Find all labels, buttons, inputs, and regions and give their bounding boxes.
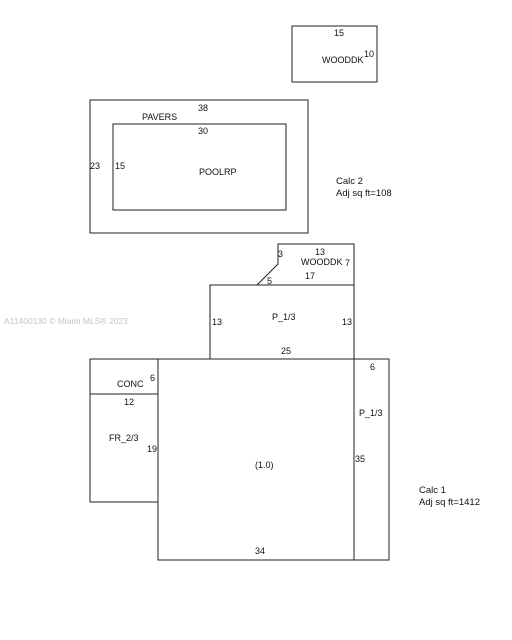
wooddk-small-label: WOODDK — [301, 257, 343, 267]
wooddk-top-dim-top: 15 — [334, 28, 344, 38]
watermark: A11400130 © Miami MLS® 2023 — [4, 316, 128, 326]
pavers-dim-top: 38 — [198, 103, 208, 113]
fr23-label: FR_2/3 — [109, 433, 139, 443]
p13-upper-dim-left: 13 — [212, 317, 222, 327]
pavers-dim-left: 23 — [90, 161, 100, 171]
p13-right-outline — [353, 358, 390, 561]
pool-label: POOLRP — [199, 167, 237, 177]
main-dim-bottom: 34 — [255, 546, 265, 556]
wooddk-small-dim-left: 3 — [278, 249, 283, 259]
p13-right-label: P_1/3 — [359, 408, 383, 418]
p13-upper-dim-bottom: 25 — [281, 346, 291, 356]
pavers-outline — [89, 99, 309, 234]
wooddk-small-dim-right: 7 — [345, 258, 350, 268]
pool-dim-left: 15 — [115, 161, 125, 171]
calc1-area: Adj sq ft=1412 — [419, 497, 480, 508]
pool-outline — [112, 123, 287, 211]
conc-dim-right: 6 — [150, 373, 155, 383]
p13-right-dim-top: 6 — [370, 362, 375, 372]
p13-upper-label: P_1/3 — [272, 312, 296, 322]
p13-upper-dim-top: 17 — [305, 271, 315, 281]
calc2-title: Calc 2 — [336, 176, 363, 187]
wooddk-top-outline — [291, 25, 378, 83]
main-label: (1.0) — [255, 460, 274, 470]
wooddk-small-outline — [256, 243, 355, 286]
pavers-label: PAVERS — [142, 112, 177, 122]
fr23-dim-right: 19 — [147, 444, 157, 454]
main-dim-right: 35 — [355, 454, 365, 464]
wooddk-top-dim-right: 10 — [364, 49, 374, 59]
wooddk-small-dim-diag: 5 — [267, 276, 272, 286]
calc1-title: Calc 1 — [419, 485, 446, 496]
pool-dim-top: 30 — [198, 126, 208, 136]
conc-label: CONC — [117, 379, 144, 389]
p13-upper-dim-right: 13 — [342, 317, 352, 327]
wooddk-top-label: WOODDK — [322, 55, 364, 65]
wooddk-small-dim-top: 13 — [315, 247, 325, 257]
calc2-area: Adj sq ft=108 — [336, 188, 392, 199]
conc-dim-bottom: 12 — [124, 397, 134, 407]
